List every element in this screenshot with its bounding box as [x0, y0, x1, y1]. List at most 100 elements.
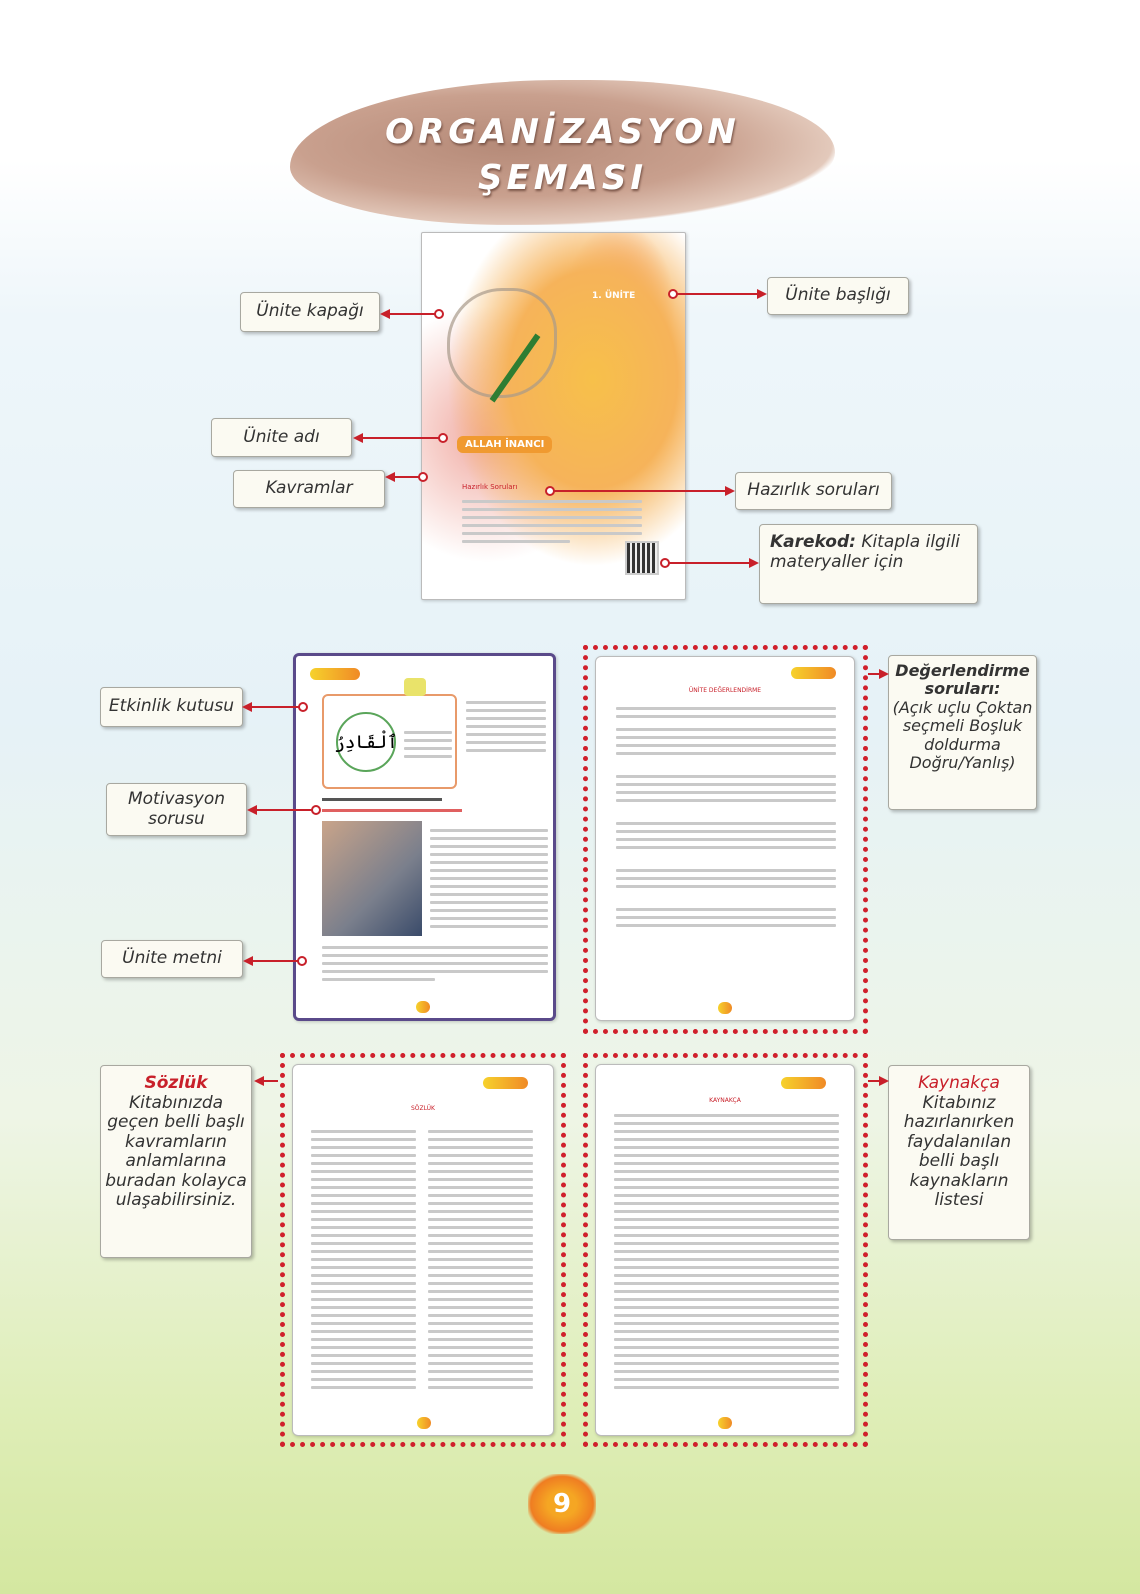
label-unite-adi: Ünite adı	[211, 418, 352, 457]
text-placeholder-line	[614, 1194, 839, 1197]
text-placeholder-line	[614, 1346, 839, 1349]
text-placeholder-line	[614, 1170, 839, 1173]
unit-name: ALLAH İNANCI	[457, 436, 553, 453]
degerlendirme-text: (Açık uçlu Çoktan seçmeli Boşluk doldurm…	[892, 697, 1033, 772]
text-placeholder-line	[430, 853, 548, 856]
unit-cover-page: 1. ÜNİTE ALLAH İNANCI Hazırlık Soruları	[421, 232, 686, 600]
arrow-icon	[353, 433, 363, 443]
text-placeholder-line	[616, 707, 836, 710]
arrow-icon	[879, 1076, 889, 1086]
text-placeholder-line	[462, 508, 642, 511]
kaynakca-text: Kitabınız hazırlanırken faydalanılan bel…	[903, 1092, 1015, 1211]
text-placeholder-line	[466, 741, 546, 744]
text-placeholder-line	[430, 917, 548, 920]
text-placeholder-line	[311, 1370, 416, 1373]
text-placeholder-line	[311, 1314, 416, 1317]
label-unite-metni: Ünite metni	[101, 940, 243, 978]
evaluation-heading: ÜNİTE DEĞERLENDİRME	[688, 687, 762, 694]
page-number: 9	[528, 1474, 596, 1534]
text-placeholder-line	[614, 1386, 839, 1389]
photo-child	[322, 821, 422, 936]
text-placeholder-line	[311, 1322, 416, 1325]
text-placeholder-line	[462, 516, 642, 519]
connector-dot-icon	[668, 289, 678, 299]
text-placeholder-line	[404, 755, 452, 758]
label-hazirlik-sorulari: Hazırlık soruları	[735, 472, 892, 510]
text-placeholder-line	[466, 733, 546, 736]
text-placeholder-line	[311, 1242, 416, 1245]
text-placeholder-line	[616, 822, 836, 825]
connector-dot-icon	[311, 805, 321, 815]
text-placeholder-line	[311, 1146, 416, 1149]
text-placeholder-line	[614, 1274, 839, 1277]
text-placeholder-line	[428, 1186, 533, 1189]
connector-line	[250, 706, 302, 708]
text-placeholder-line	[614, 1202, 839, 1205]
connector-dot-icon	[298, 702, 308, 712]
page-tag	[483, 1077, 528, 1089]
text-placeholder-line	[428, 1362, 533, 1365]
connector-line	[548, 490, 726, 492]
qr-code	[625, 541, 659, 575]
questions-list	[462, 495, 642, 548]
text-placeholder-line	[614, 1314, 839, 1317]
text-placeholder-line	[311, 1226, 416, 1229]
text-placeholder-line	[311, 1330, 416, 1333]
kaynakca-page: KAYNAKÇA	[595, 1064, 855, 1436]
label-unite-basligi: Ünite başlığı	[767, 277, 909, 315]
text-placeholder-line	[428, 1178, 533, 1181]
text-placeholder-line	[614, 1306, 839, 1309]
text-placeholder-line	[428, 1298, 533, 1301]
label-motivasyon-sorusu: Motivasyon sorusu	[106, 783, 247, 836]
text-placeholder-line	[462, 500, 642, 503]
text-placeholder-line	[614, 1234, 839, 1237]
text-placeholder-line	[616, 728, 836, 731]
text-placeholder-line	[430, 925, 548, 928]
text-placeholder-line	[614, 1250, 839, 1253]
text-placeholder-line	[322, 978, 435, 981]
text-placeholder-line	[311, 1274, 416, 1277]
text-placeholder-line	[428, 1146, 533, 1149]
kaynakca-highlight-frame	[583, 1053, 868, 1447]
text-placeholder-line	[311, 1266, 416, 1269]
connector-dot-icon	[660, 558, 670, 568]
text-placeholder-line	[616, 830, 836, 833]
text-placeholder-line	[311, 1218, 416, 1221]
sozluk-text: Kitabınızda geçen belli başlı kavramları…	[105, 1092, 247, 1211]
text-placeholder-line	[428, 1162, 533, 1165]
text-placeholder-line	[614, 1354, 839, 1357]
connector-line	[262, 1080, 278, 1082]
text-placeholder-line	[466, 709, 546, 712]
text-placeholder-line	[430, 877, 548, 880]
arrow-icon	[254, 1076, 264, 1086]
sozluk-title: Sözlük	[144, 1073, 208, 1093]
text-placeholder-line	[428, 1218, 533, 1221]
unit-text-page: ٱلْقَادِرُ	[293, 653, 556, 1021]
text-placeholder-line	[616, 846, 836, 849]
text-placeholder-line	[614, 1146, 839, 1149]
text-placeholder-line	[614, 1218, 839, 1221]
kaynakca-heading: KAYNAKÇA	[709, 1097, 741, 1104]
text-placeholder-line	[428, 1338, 533, 1341]
text-placeholder-line	[614, 1138, 839, 1141]
connector-line	[251, 960, 301, 962]
text-placeholder-line	[311, 1186, 416, 1189]
text-placeholder-line	[428, 1386, 533, 1389]
text-placeholder-line	[616, 869, 836, 872]
text-placeholder-line	[614, 1338, 839, 1341]
evaluation-page: ÜNİTE DEĞERLENDİRME	[595, 656, 855, 1021]
page-title-line1: ORGANİZASYON	[385, 112, 740, 152]
arrow-icon	[243, 956, 253, 966]
text-placeholder-line	[616, 752, 836, 755]
arrow-icon	[380, 309, 390, 319]
text-placeholder-line	[404, 747, 452, 750]
text-placeholder-line	[616, 799, 836, 802]
text-placeholder-line	[311, 1362, 416, 1365]
text-placeholder-line	[614, 1266, 839, 1269]
connector-dot-icon	[418, 472, 428, 482]
questions-heading: Hazırlık Soruları	[462, 483, 518, 491]
label-kavramlar: Kavramlar	[233, 470, 385, 508]
text-placeholder-line	[428, 1354, 533, 1357]
text-placeholder-line	[428, 1306, 533, 1309]
text-placeholder-line	[311, 1258, 416, 1261]
